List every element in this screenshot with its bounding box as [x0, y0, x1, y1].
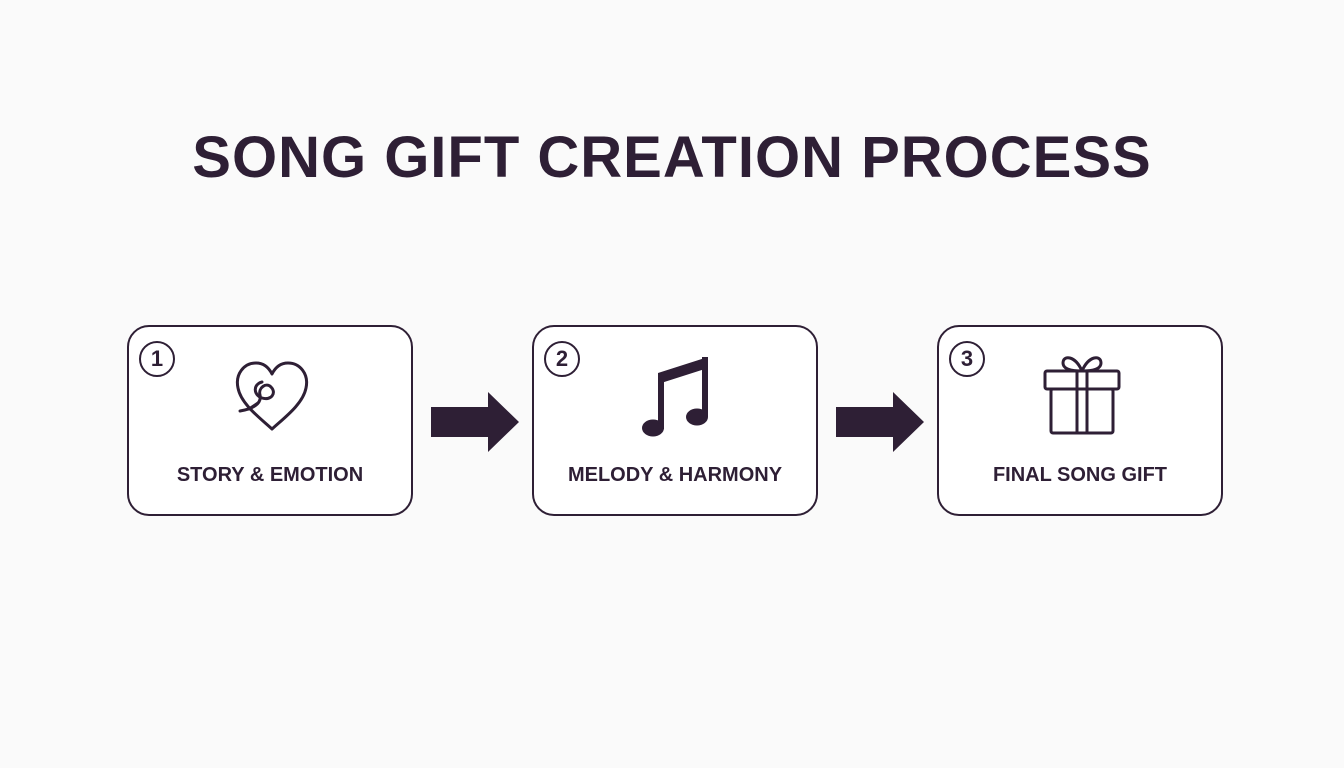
- step-label: FINAL SONG GIFT: [992, 464, 1168, 486]
- page-title: SONG GIFT CREATION PROCESS: [192, 125, 1152, 190]
- music-note-icon: [632, 349, 722, 439]
- step-label: MELODY & HARMONY: [567, 464, 783, 486]
- step-melody-harmony: 2 MELODY & HARMONY: [532, 325, 818, 516]
- arrow-right-icon: [834, 390, 926, 454]
- step-number-badge: 1: [139, 341, 175, 377]
- arrow-right-icon: [429, 390, 521, 454]
- gift-icon: [1037, 349, 1127, 439]
- step-number-badge: 2: [544, 341, 580, 377]
- step-label: STORY & EMOTION: [176, 464, 364, 486]
- heart-icon: [227, 349, 317, 439]
- step-story-emotion: 1 STORY & EMOTION: [127, 325, 413, 516]
- step-number-badge: 3: [949, 341, 985, 377]
- step-final-song-gift: 3 FINAL SONG GIFT: [937, 325, 1223, 516]
